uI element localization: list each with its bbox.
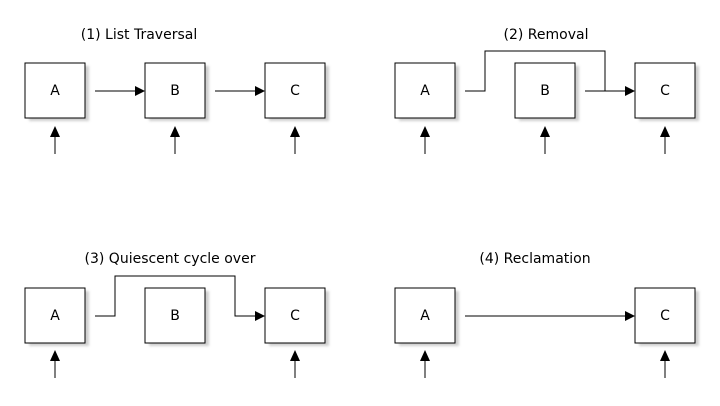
reader-pointer-c xyxy=(290,350,300,378)
panel-4: (4) Reclamation A C xyxy=(394,251,699,378)
node-b-label: B xyxy=(540,83,550,99)
panel-2-title: (2) Removal xyxy=(504,27,589,43)
node-b-label: B xyxy=(170,83,180,99)
reader-pointer-a xyxy=(50,126,60,154)
panel-3: (3) Quiescent cycle over A B C xyxy=(24,251,329,378)
node-b xyxy=(514,62,576,119)
reader-pointer-a xyxy=(420,350,430,378)
panel-1: (1) List Traversal A B C xyxy=(24,27,329,154)
edge-a-to-c-bypass xyxy=(95,275,265,321)
panel-1-title: (1) List Traversal xyxy=(81,27,197,43)
node-a xyxy=(24,62,86,119)
node-c-label: C xyxy=(660,83,670,99)
panel-4-title: (4) Reclamation xyxy=(479,251,590,267)
node-c xyxy=(634,287,696,344)
node-b-label: B xyxy=(170,308,180,324)
node-c-label: C xyxy=(660,308,670,324)
node-a-label: A xyxy=(50,83,60,99)
reader-pointer-b xyxy=(540,126,550,154)
node-b xyxy=(144,287,206,344)
node-c xyxy=(264,287,326,344)
node-c xyxy=(634,62,696,119)
reader-pointer-a xyxy=(420,126,430,154)
edge-b-to-c xyxy=(215,86,265,96)
node-a-label: A xyxy=(420,308,430,324)
reader-pointer-b xyxy=(170,126,180,154)
node-c-label: C xyxy=(290,83,300,99)
reader-pointer-c xyxy=(660,126,670,154)
node-c xyxy=(264,62,326,119)
reader-pointer-c xyxy=(660,350,670,378)
node-c-label: C xyxy=(290,308,300,324)
node-a xyxy=(24,287,86,344)
panel-3-title: (3) Quiescent cycle over xyxy=(85,251,256,267)
edge-a-to-c xyxy=(465,311,635,321)
node-a xyxy=(394,62,456,119)
node-a-label: A xyxy=(50,308,60,324)
panel-2: (2) Removal A B C xyxy=(394,27,699,154)
reader-pointer-a xyxy=(50,350,60,378)
node-a xyxy=(394,287,456,344)
node-a-label: A xyxy=(420,83,430,99)
edge-a-to-b xyxy=(95,86,145,96)
node-b xyxy=(144,62,206,119)
reader-pointer-c xyxy=(290,126,300,154)
